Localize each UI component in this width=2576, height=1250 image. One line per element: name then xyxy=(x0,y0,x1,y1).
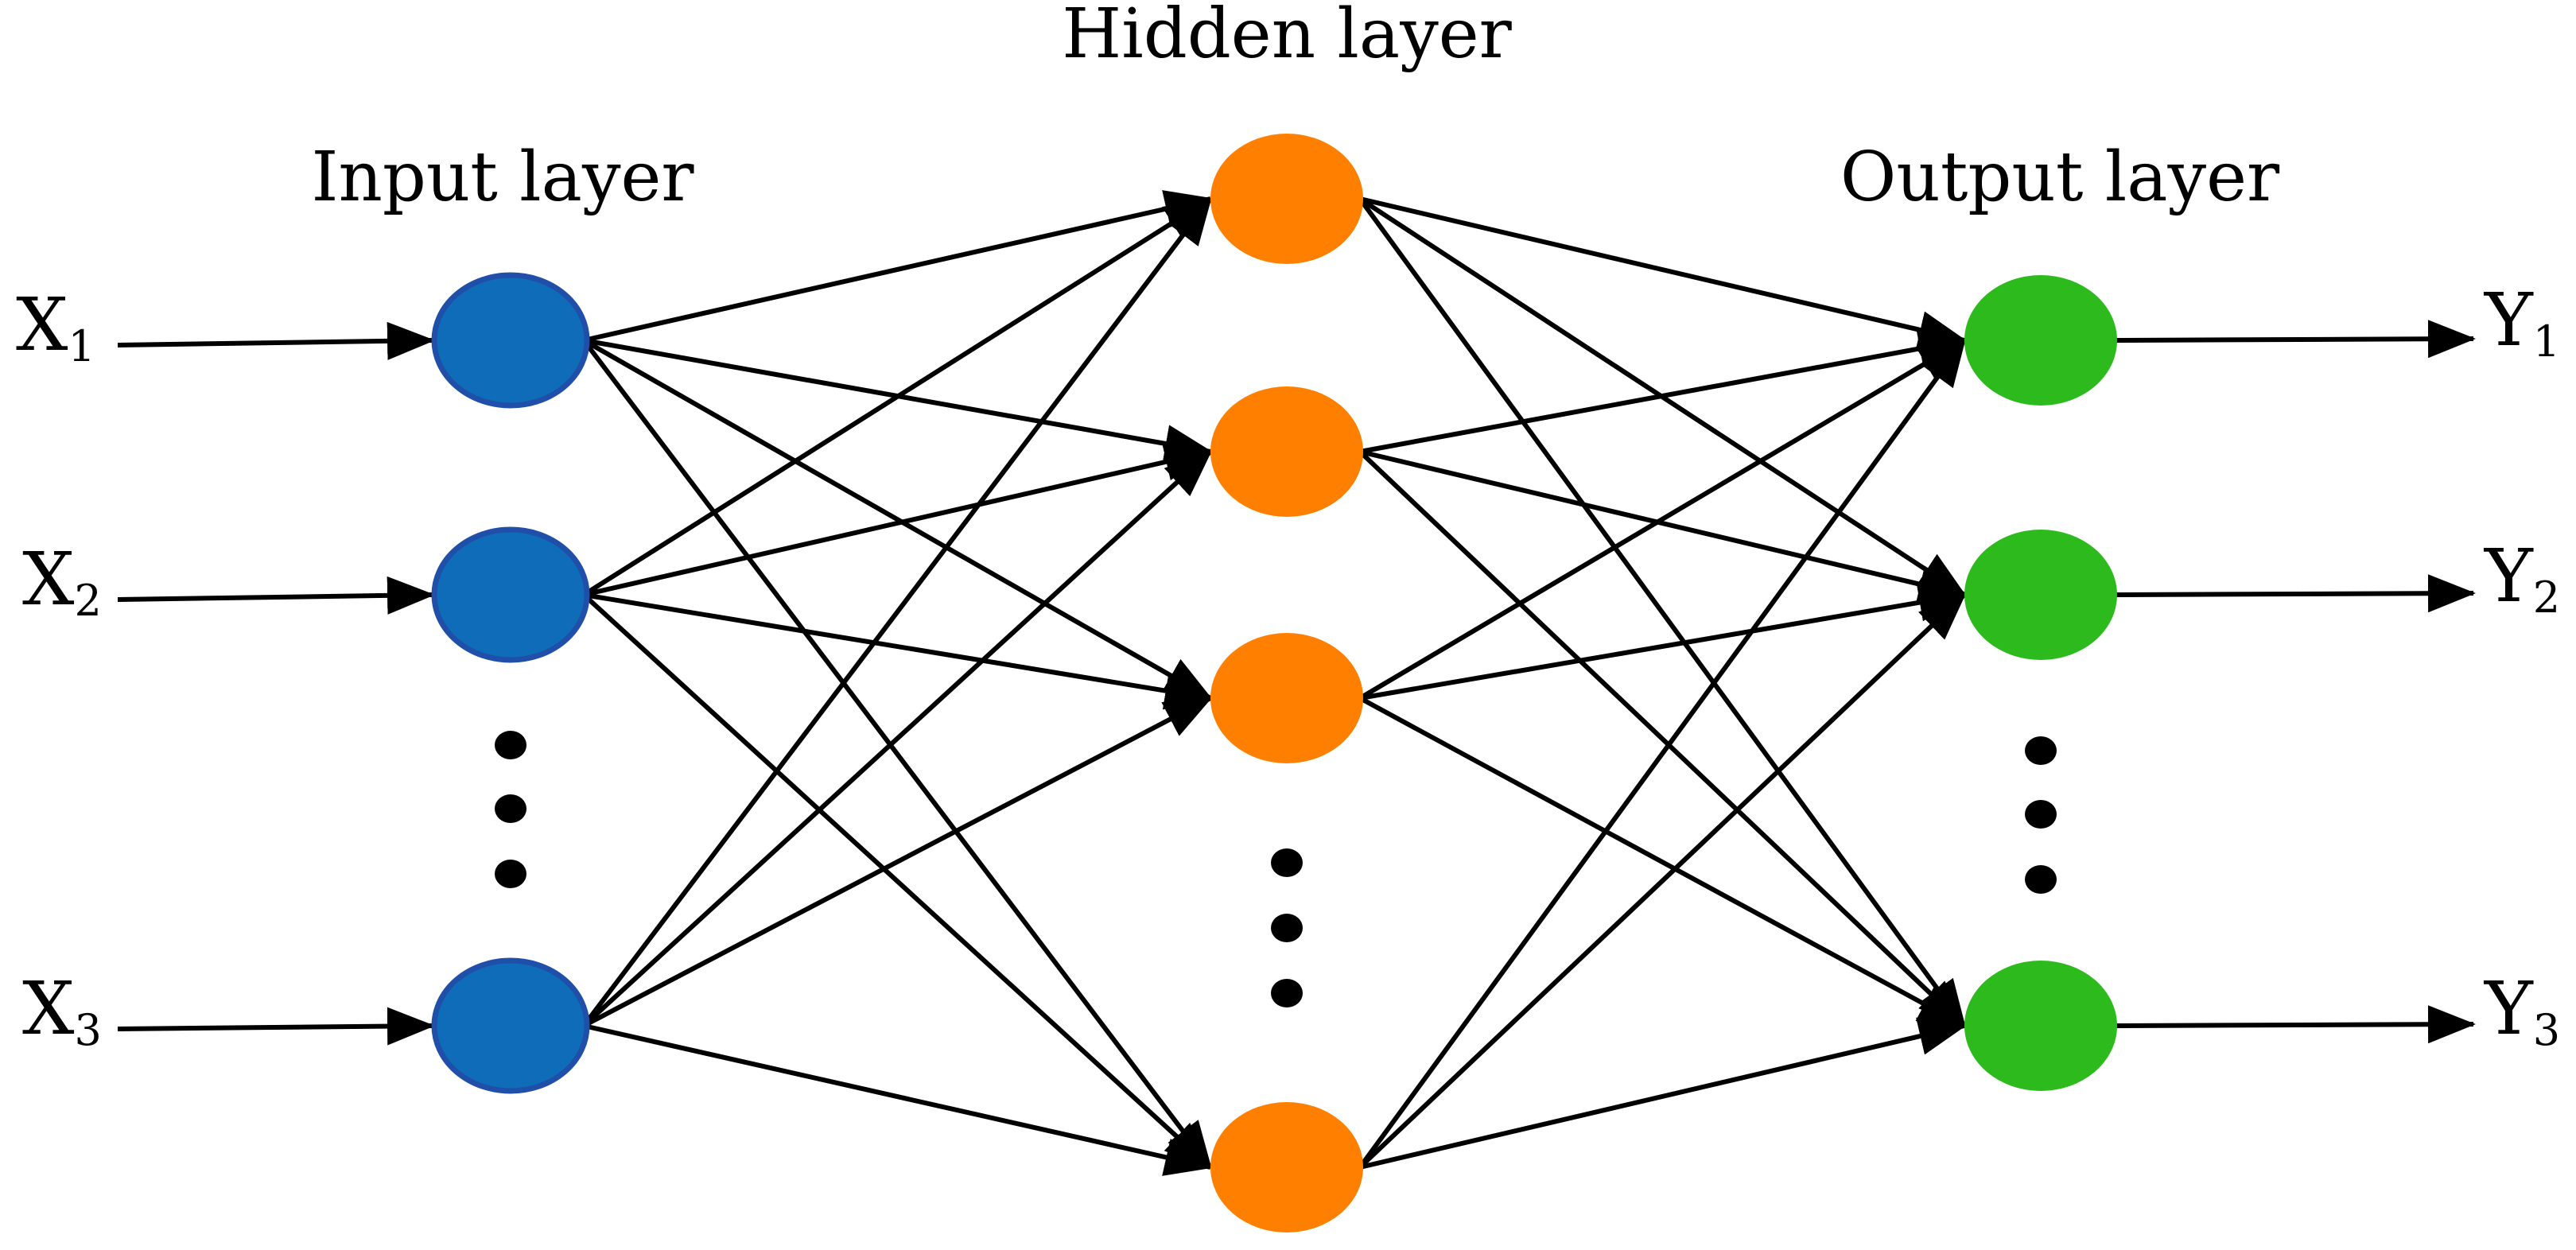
input-arrow-3 xyxy=(117,1007,435,1046)
hidden-node-2 xyxy=(1210,386,1363,517)
output-ellipsis-dot-3 xyxy=(2025,865,2057,894)
output-arrow-1 xyxy=(2115,320,2476,359)
edge-input-3-hidden-3 xyxy=(582,696,1213,1028)
edge-hidden-2-output-1 xyxy=(1359,329,1967,454)
input-layer-title: Input layer xyxy=(311,138,694,217)
output-label-y1: Y1 xyxy=(2483,278,2560,367)
hidden-node-3 xyxy=(1210,633,1363,763)
output-arrow-2 xyxy=(2115,574,2476,613)
input-arrow-1 xyxy=(117,321,435,360)
output-label-y3: Y3 xyxy=(2483,966,2560,1055)
input-node-2 xyxy=(431,526,590,663)
output-label-y2: Y2 xyxy=(2483,534,2560,623)
edge-input-3-hidden-2 xyxy=(581,449,1213,1028)
output-arrow-3 xyxy=(2115,1005,2476,1044)
hidden-ellipsis-dot-3 xyxy=(1271,979,1303,1007)
edge-hidden-4-output-1 xyxy=(1358,338,1967,1169)
edge-hidden-3-output-3 xyxy=(1358,696,1967,1028)
output-node-1 xyxy=(1964,275,2117,406)
hidden-node-4 xyxy=(1210,1102,1363,1233)
edge-hidden-4-output-3 xyxy=(1359,1017,1967,1170)
output-node-3 xyxy=(1964,961,2117,1091)
input-ellipsis-dot-3 xyxy=(495,860,526,888)
input-label-x2: X2 xyxy=(22,537,102,626)
edge-input-2-hidden-3 xyxy=(583,592,1213,710)
edge-hidden-4-output-2 xyxy=(1358,592,1967,1170)
hidden-ellipsis-dot-2 xyxy=(1271,914,1303,942)
edge-hidden-2-output-3 xyxy=(1358,449,1967,1028)
output-ellipsis-dot-2 xyxy=(2025,800,2057,829)
input-node-1 xyxy=(431,272,590,409)
edge-hidden-1-output-1 xyxy=(1359,196,1967,349)
hidden-node-1 xyxy=(1210,134,1363,264)
edge-hidden-3-output-1 xyxy=(1358,338,1967,701)
input-ellipsis-dot-1 xyxy=(495,731,526,759)
edge-input-2-hidden-4 xyxy=(581,592,1213,1170)
edge-input-1-hidden-1 xyxy=(583,190,1213,343)
input-arrow-2 xyxy=(117,576,435,615)
edge-input-3-hidden-1 xyxy=(581,196,1213,1027)
input-node-3 xyxy=(431,957,590,1094)
hidden-layer-title: Hidden layer xyxy=(1062,0,1512,74)
edge-hidden-1-output-3 xyxy=(1358,197,1967,1028)
edge-hidden-2-output-2 xyxy=(1359,449,1967,604)
input-ellipsis-dot-2 xyxy=(495,794,526,823)
edge-input-1-hidden-4 xyxy=(581,339,1213,1170)
edge-input-2-hidden-2 xyxy=(583,443,1213,597)
connection-edges xyxy=(581,190,1967,1176)
hidden-ellipsis-dot-1 xyxy=(1271,848,1303,877)
edge-input-2-hidden-1 xyxy=(582,196,1213,597)
output-layer-title: Output layer xyxy=(1840,138,2280,217)
edge-input-3-hidden-4 xyxy=(583,1023,1213,1176)
output-node-2 xyxy=(1964,530,2117,660)
input-label-x1: X1 xyxy=(16,282,95,371)
io-arrows xyxy=(117,320,2476,1046)
input-label-x3: X3 xyxy=(22,966,102,1055)
edge-hidden-3-output-2 xyxy=(1359,583,1967,701)
ellipsis-dots xyxy=(495,731,2057,1007)
neuron-nodes xyxy=(431,134,2117,1233)
output-ellipsis-dot-1 xyxy=(2025,736,2057,765)
edge-input-1-hidden-3 xyxy=(582,338,1213,701)
